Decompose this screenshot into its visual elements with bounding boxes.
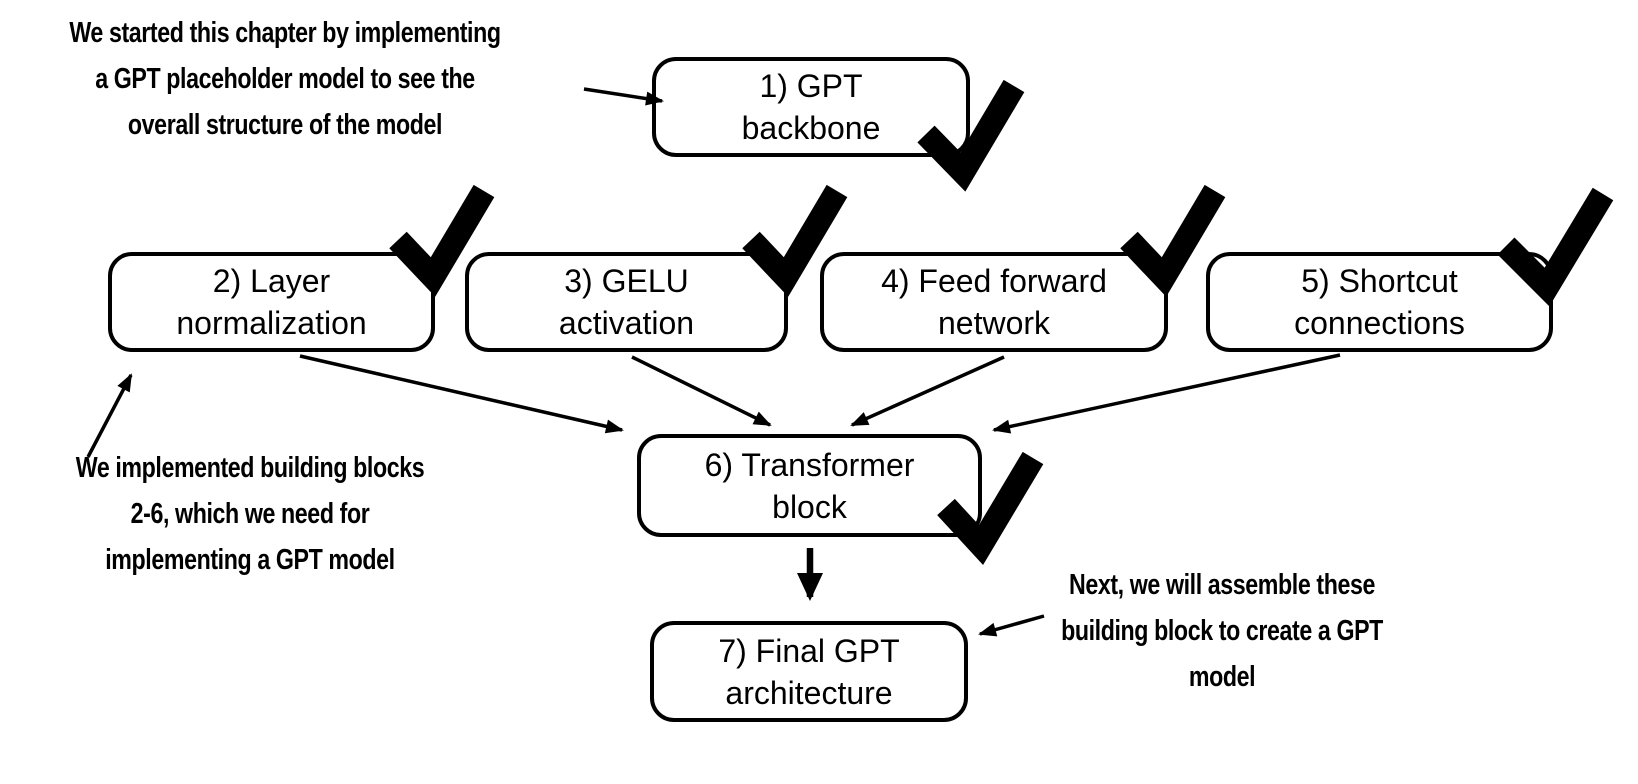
box-final-gpt-architecture-label: 7) Final GPT architecture	[718, 632, 900, 711]
box-gelu-activation: 3) GELU activation	[465, 252, 788, 352]
arrow-gelu-activation-to-transformer-block	[631, 355, 772, 427]
box-gpt-backbone: 1) GPT backbone	[652, 57, 970, 157]
annotation-intro-note: We started this chapter by implementing …	[69, 17, 501, 141]
arrow-layer-normalization-to-transformer-block	[299, 354, 624, 434]
arrow-feed-forward-network-to-transformer-block	[850, 355, 1005, 427]
box-transformer-block-label: 6) Transformer block	[704, 446, 915, 525]
box-layer-normalization: 2) Layer normalization	[108, 252, 435, 352]
annotation-building-blocks-note: We implemented building blocks 2-6, whic…	[75, 452, 425, 576]
box-feed-forward-network: 4) Feed forward network	[820, 252, 1168, 352]
box-shortcut-connections: 5) Shortcut connections	[1206, 252, 1553, 352]
box-gelu-activation-label: 3) GELU activation	[558, 263, 695, 341]
box-final-gpt-architecture: 7) Final GPT architecture	[650, 621, 968, 722]
box-feed-forward-network-label: 4) Feed forward network	[881, 263, 1107, 341]
box-layer-normalization-label: 2) Layer normalization	[176, 263, 367, 341]
box-gpt-backbone-label: 1) GPT backbone	[741, 68, 881, 146]
arrow-intro-note-to-gpt-backbone	[583, 87, 664, 106]
annotation-next-step-note: Next, we will assemble these building bl…	[1061, 569, 1383, 693]
box-transformer-block: 6) Transformer block	[637, 434, 982, 537]
box-shortcut-connections-label: 5) Shortcut connections	[1294, 263, 1465, 341]
arrow-shortcut-connections-to-transformer-block	[992, 353, 1341, 434]
